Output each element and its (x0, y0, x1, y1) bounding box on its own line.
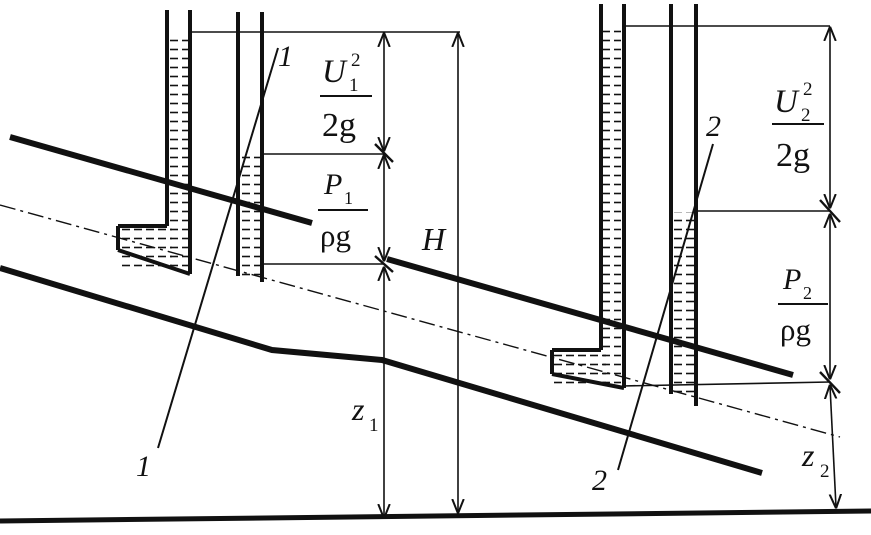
pipe-upper-wall-left (9, 134, 313, 226)
svg-text:ρg: ρg (780, 312, 811, 347)
svg-text:2: 2 (801, 105, 811, 126)
total-head-label: H (421, 221, 447, 257)
pipe-lower-wall (0, 265, 763, 476)
velocity-head-1-fraction: U 2 1 2g (320, 50, 372, 144)
z1-label: z 1 (351, 391, 379, 436)
svg-text:1: 1 (369, 415, 379, 436)
section-1-top-label: 1 (278, 40, 293, 73)
svg-text:2: 2 (351, 50, 361, 71)
svg-text:2g: 2g (776, 137, 810, 174)
svg-text:P: P (782, 263, 801, 296)
velocity-head-2-fraction: U 2 2 2g (772, 79, 824, 174)
svg-text:U: U (322, 54, 348, 90)
section-2-bottom-label: 2 (592, 464, 607, 497)
ground-line (0, 508, 871, 524)
svg-text:z: z (351, 391, 365, 427)
dimension-line-2 (819, 28, 840, 507)
svg-text:z: z (801, 437, 815, 473)
svg-text:2: 2 (820, 461, 830, 482)
z2-label: z 2 (801, 437, 830, 482)
section-line-1 (157, 47, 279, 449)
piezometer-2 (669, 4, 698, 406)
svg-text:1: 1 (349, 75, 359, 96)
pitot-tube-1 (116, 10, 192, 276)
svg-text:2g: 2g (322, 107, 356, 144)
section-2-top-label: 2 (706, 110, 721, 143)
svg-text:P: P (323, 168, 342, 201)
pressure-head-2-fraction: P 2 ρg (778, 263, 828, 347)
svg-text:U: U (774, 84, 800, 120)
piezometer-1 (236, 12, 264, 282)
axis-level-line-2 (621, 381, 831, 387)
svg-text:2: 2 (803, 283, 812, 303)
svg-text:1: 1 (344, 188, 353, 208)
section-line-2 (617, 143, 714, 471)
pitot-tube-2 (550, 4, 626, 390)
pressure-head-1-fraction: P 1 ρg (318, 168, 368, 253)
section-1-bottom-label: 1 (136, 450, 151, 483)
svg-text:ρg: ρg (320, 218, 351, 253)
dimension-line-1 (374, 34, 394, 517)
svg-text:2: 2 (803, 79, 813, 100)
